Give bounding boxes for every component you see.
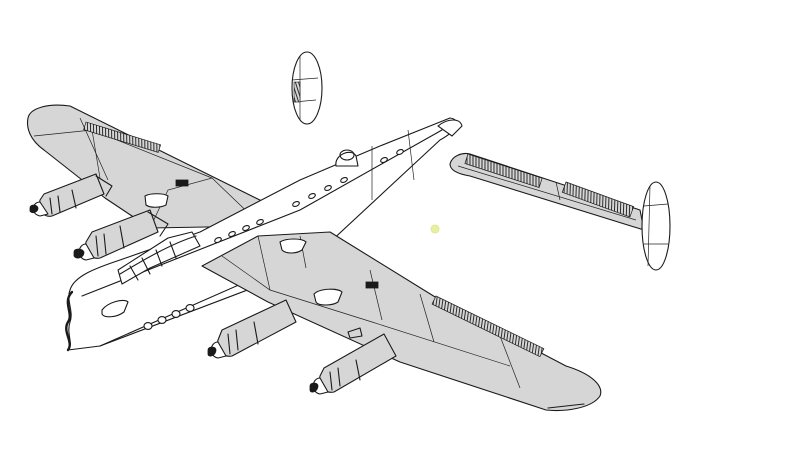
- port-aileron-hatching: [83, 121, 162, 153]
- marker-dot: [430, 224, 440, 234]
- starboard-wing: [201, 231, 602, 412]
- port-wing: [26, 104, 273, 229]
- tail-fin: [641, 181, 671, 271]
- nacelle-hatch: [144, 193, 169, 208]
- port-outer-engine: [29, 173, 113, 217]
- fuselage: [65, 117, 463, 352]
- dorsal-turret: [335, 151, 359, 167]
- port-wing-panel-mark: [175, 179, 189, 187]
- starboard-outer-engine: [309, 333, 397, 395]
- starboard-aileron-hatching: [431, 295, 545, 358]
- fuselage-windows: [214, 148, 404, 244]
- tailplane-assembly: [449, 152, 671, 271]
- port-inner-engine: [73, 209, 169, 261]
- starboard-inner-engine: [207, 299, 297, 359]
- starboard-wing-panel-mark: [365, 281, 379, 289]
- detached-fin: [291, 51, 323, 125]
